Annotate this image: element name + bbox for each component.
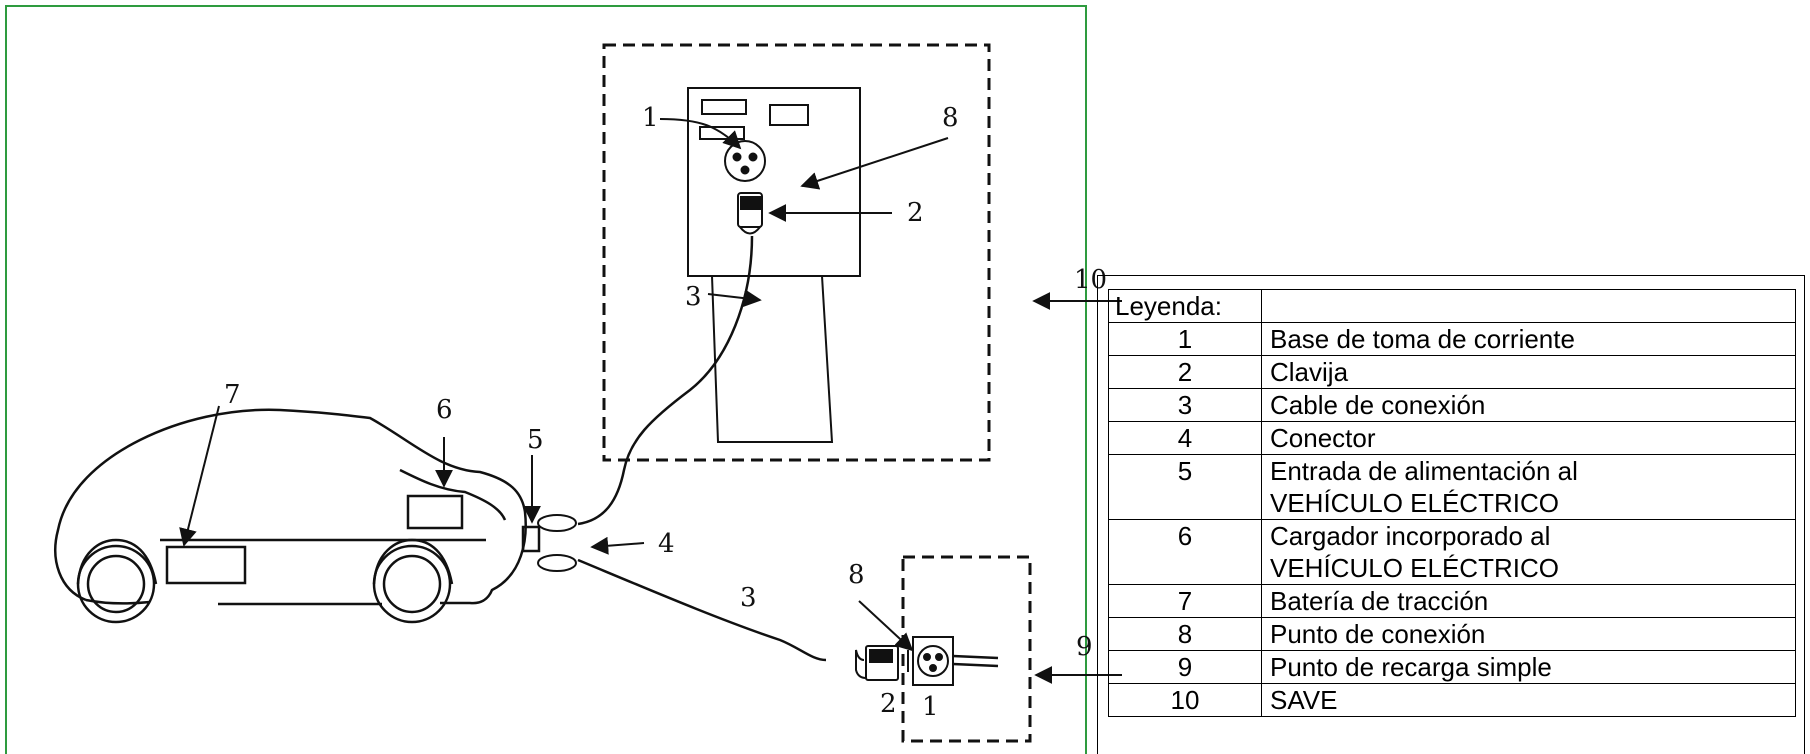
simple-charge-point-enclosure (901, 555, 1032, 743)
legend-text: Conector (1261, 421, 1796, 455)
legend-row: 7 Batería de tracción (1108, 584, 1796, 618)
wallbox-unit (687, 87, 861, 443)
callout-4: 4 (658, 529, 675, 559)
plug-top (737, 192, 763, 235)
legend-text: Clavija (1261, 355, 1796, 389)
callout-2-top: 2 (907, 198, 924, 228)
callout-3-top: 3 (685, 282, 702, 312)
callout-9: 9 (1076, 632, 1093, 662)
wallbox-enclosure (602, 43, 991, 462)
plug-bottom (855, 645, 899, 681)
ev-charging-diagram: 1 8 2 3 10 7 6 5 4 3 8 9 2 1 (54, 43, 1122, 743)
socket-outlet-top (724, 140, 766, 182)
legend-text-line1: Entrada de alimentación al (1270, 456, 1578, 486)
cable-top (577, 235, 754, 526)
legend-num: 9 (1108, 650, 1262, 684)
callout-8-bottom: 8 (848, 560, 865, 590)
callout-7: 7 (224, 380, 241, 410)
legend-row: 4 Conector (1108, 421, 1796, 455)
legend-num: 10 (1108, 683, 1262, 717)
legend-text: SAVE (1261, 683, 1796, 717)
legend-text: Cable de conexión (1261, 388, 1796, 422)
legend-row: 3 Cable de conexión (1108, 388, 1796, 422)
legend-num: 8 (1108, 617, 1262, 651)
callout-arrows (179, 118, 1122, 684)
legend-header-row: Leyenda: (1108, 289, 1796, 323)
legend-row: 1 Base de toma de corriente (1108, 322, 1796, 356)
legend-table: Leyenda: 1 Base de toma de corriente 2 C… (1108, 289, 1796, 717)
callout-2-bottom: 2 (880, 689, 897, 719)
legend-text-line2: VEHÍCULO ELÉCTRICO (1270, 488, 1559, 518)
legend-header: Leyenda: (1108, 289, 1262, 323)
connector-bottom (537, 554, 577, 572)
legend-num: 7 (1108, 584, 1262, 618)
legend-num: 1 (1108, 322, 1262, 356)
callout-1-top: 1 (642, 103, 659, 133)
legend-text-line1: Cargador incorporado al (1270, 521, 1551, 551)
legend-text-line2: VEHÍCULO ELÉCTRICO (1270, 553, 1559, 583)
legend-num: 5 (1108, 454, 1262, 520)
cable-bottom (577, 558, 827, 662)
legend-row: 10 SAVE (1108, 683, 1796, 717)
legend-row: 8 Punto de conexión (1108, 617, 1796, 651)
socket-outlet-bottom (912, 636, 999, 686)
legend-text: Base de toma de corriente (1261, 322, 1796, 356)
legend-num: 2 (1108, 355, 1262, 389)
callout-5: 5 (527, 425, 544, 455)
callout-6: 6 (436, 395, 453, 425)
electric-vehicle (54, 408, 541, 624)
legend-row: 9 Punto de recarga simple (1108, 650, 1796, 684)
callout-1-bottom: 1 (922, 692, 939, 722)
legend-header-blank (1261, 289, 1796, 323)
legend-text: Punto de recarga simple (1261, 650, 1796, 684)
callout-10: 10 (1074, 265, 1107, 295)
legend-text: Batería de tracción (1261, 584, 1796, 618)
legend-num: 3 (1108, 388, 1262, 422)
legend-frame (1097, 275, 1805, 754)
callout-8-top: 8 (942, 103, 959, 133)
legend-row: 2 Clavija (1108, 355, 1796, 389)
callout-3-bottom: 3 (740, 583, 757, 613)
diagram-frame (5, 5, 1087, 754)
legend-num: 4 (1108, 421, 1262, 455)
connector-top (537, 514, 577, 532)
legend-num: 6 (1108, 519, 1262, 585)
legend-text: Punto de conexión (1261, 617, 1796, 651)
